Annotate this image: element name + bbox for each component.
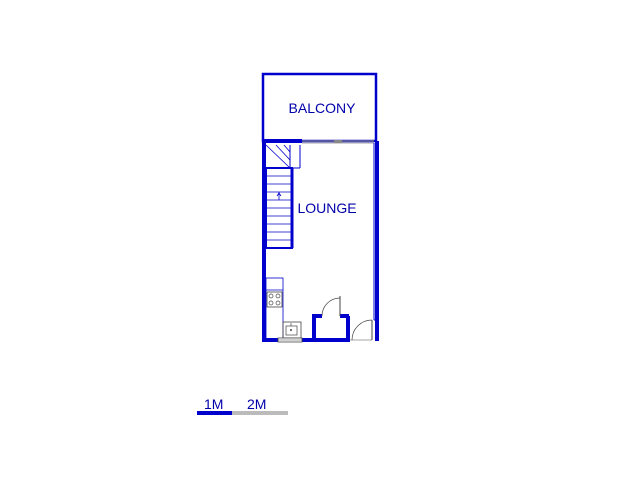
balcony-area: BALCONY: [261, 72, 378, 143]
balcony-label: BALCONY: [289, 100, 357, 116]
scale-label-2m: 2M: [247, 396, 266, 412]
scale-bar: 1M 2M: [197, 396, 288, 415]
stove-icon: [266, 291, 283, 308]
kitchen-counter: [265, 277, 284, 341]
staircase: [265, 144, 301, 249]
guest-toilet-walls: [312, 314, 350, 340]
stair-direction-arrow-icon: [276, 192, 282, 200]
bottom-window: [277, 337, 303, 343]
lounge-label: LOUNGE: [297, 200, 356, 216]
scale-label-1m: 1M: [204, 396, 223, 412]
scale-segment-2: [232, 411, 288, 415]
toilet-door: [321, 296, 341, 317]
entrance-door: [350, 319, 377, 341]
sink-icon: [282, 321, 302, 339]
scale-segment-1: [197, 411, 232, 415]
balcony-sliding-door: [302, 140, 374, 144]
lounge-walls: [262, 139, 379, 342]
